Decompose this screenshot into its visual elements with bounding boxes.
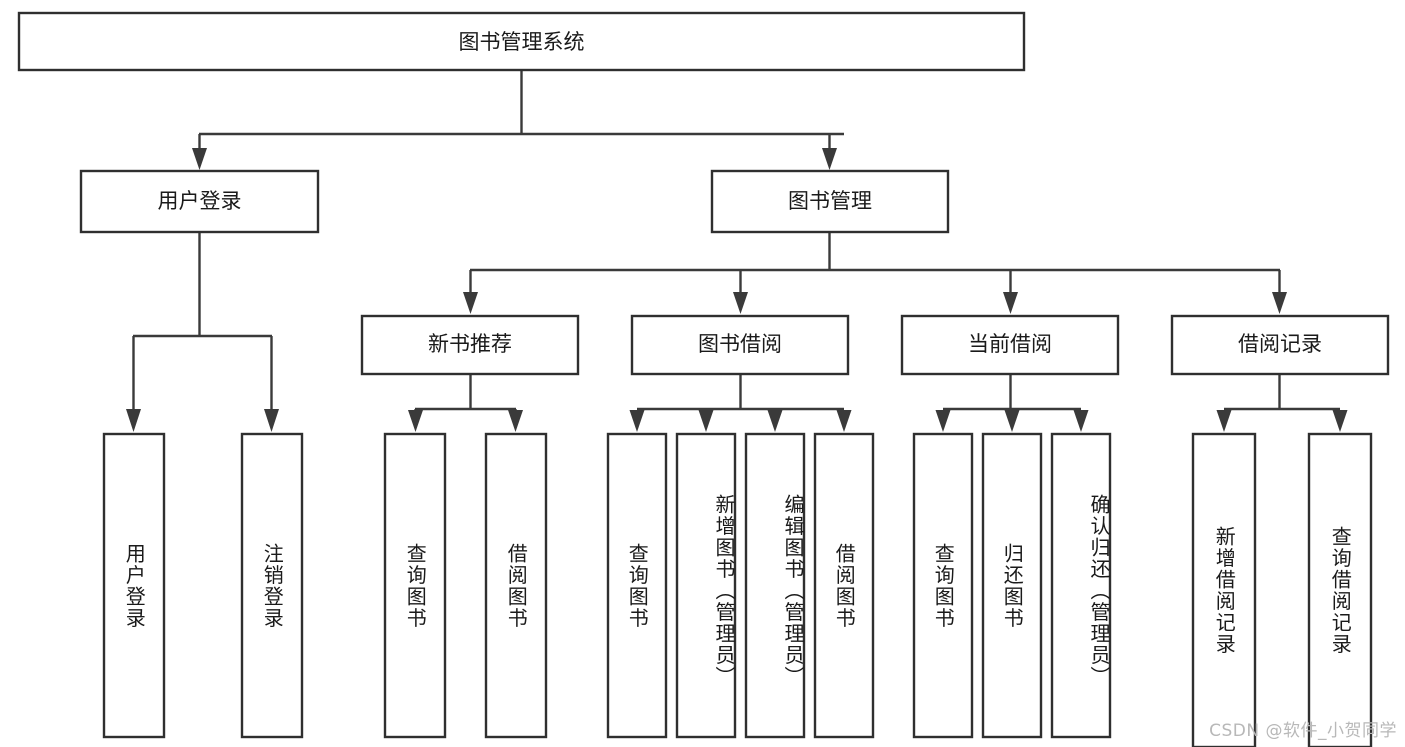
node-box-book-borrow[interactable] xyxy=(630,314,850,376)
connector-group-root xyxy=(192,70,844,170)
node-box-user-login[interactable] xyxy=(79,169,320,234)
node-box-leaf-query-book-current[interactable] xyxy=(912,432,974,739)
node-box-leaf-query-book-recommend[interactable] xyxy=(383,432,447,739)
node-user-login[interactable]: 用户登录 xyxy=(79,169,320,234)
arrow-head-user-login-leaf-2 xyxy=(264,409,279,432)
node-box-leaf-borrow-book-recommend[interactable] xyxy=(484,432,548,739)
node-box-leaf-confirm-return[interactable] xyxy=(1050,432,1112,739)
arrow-head-book-borrow-leaf-2 xyxy=(698,410,714,432)
arrow-head-new-book-recommend-leaf-1 xyxy=(408,410,423,432)
arrow-head-book-manage-child-4 xyxy=(1272,292,1287,314)
arrow-head-current-borrow-leaf-2 xyxy=(1004,410,1020,432)
node-box-leaf-query-borrow-record[interactable] xyxy=(1307,432,1373,747)
node-book-manage[interactable]: 图书管理 xyxy=(710,169,950,234)
connector-group-user-login xyxy=(126,232,279,432)
node-box-book-manage[interactable] xyxy=(710,169,950,234)
node-box-leaf-edit-book[interactable] xyxy=(744,432,806,739)
node-label-book-borrow: 图书借阅 xyxy=(698,332,782,356)
arrow-head-borrow-record-leaf-2 xyxy=(1332,410,1348,432)
arrow-head-user-login-leaf-1 xyxy=(126,409,141,432)
arrow-head-root-to-book-manage xyxy=(822,148,837,170)
arrow-head-new-book-recommend-leaf-2 xyxy=(508,410,523,432)
node-box-leaf-borrow-book[interactable] xyxy=(813,432,875,739)
node-box-new-book-recommend[interactable] xyxy=(360,314,580,376)
node-label-user-login: 用户登录 xyxy=(158,189,242,213)
connector-group-current-borrow xyxy=(935,374,1089,432)
node-label-new-book-recommend: 新书推荐 xyxy=(428,332,512,356)
node-borrow-record[interactable]: 借阅记录 xyxy=(1170,314,1390,376)
arrow-head-borrow-record-leaf-1 xyxy=(1216,410,1232,432)
arrow-head-book-manage-child-3 xyxy=(1003,292,1018,314)
connector-group-borrow-record xyxy=(1216,374,1348,432)
connector-group-book-borrow xyxy=(629,374,852,432)
node-box-leaf-query-book-borrow[interactable] xyxy=(606,432,668,739)
node-box-borrow-record[interactable] xyxy=(1170,314,1390,376)
node-label-root: 图书管理系统 xyxy=(459,30,585,54)
arrow-head-book-manage-child-2 xyxy=(733,292,748,314)
node-box-leaf-add-borrow-record[interactable] xyxy=(1191,432,1257,747)
node-box-leaf-return-book[interactable] xyxy=(981,432,1043,739)
node-box-leaf-add-book[interactable] xyxy=(675,432,737,739)
node-book-borrow[interactable]: 图书借阅 xyxy=(630,314,850,376)
arrow-head-book-borrow-leaf-3 xyxy=(767,410,783,432)
connector-group-new-book-recommend xyxy=(408,374,523,432)
node-root[interactable]: 图书管理系统 xyxy=(17,11,1026,72)
node-box-root[interactable] xyxy=(17,11,1026,72)
node-label-borrow-record: 借阅记录 xyxy=(1238,332,1322,356)
node-new-book-recommend[interactable]: 新书推荐 xyxy=(360,314,580,376)
connector-group-book-manage xyxy=(463,232,1287,314)
arrow-head-current-borrow-leaf-1 xyxy=(935,410,951,432)
node-box-leaf-user-login[interactable] xyxy=(102,432,166,739)
node-label-book-manage: 图书管理 xyxy=(788,189,872,213)
leaf-boxes xyxy=(102,432,1373,747)
watermark-text: CSDN @软件_小贺同学 xyxy=(1209,721,1397,741)
arrow-head-book-borrow-leaf-1 xyxy=(629,410,645,432)
node-label-current-borrow: 当前借阅 xyxy=(968,332,1052,356)
node-current-borrow[interactable]: 当前借阅 xyxy=(900,314,1120,376)
arrow-head-root-to-user-login xyxy=(192,148,207,170)
node-box-leaf-user-logout[interactable] xyxy=(240,432,304,739)
arrow-head-book-manage-child-1 xyxy=(463,292,478,314)
arrow-head-current-borrow-leaf-3 xyxy=(1073,410,1089,432)
arrow-head-book-borrow-leaf-4 xyxy=(836,410,852,432)
node-box-current-borrow[interactable] xyxy=(900,314,1120,376)
